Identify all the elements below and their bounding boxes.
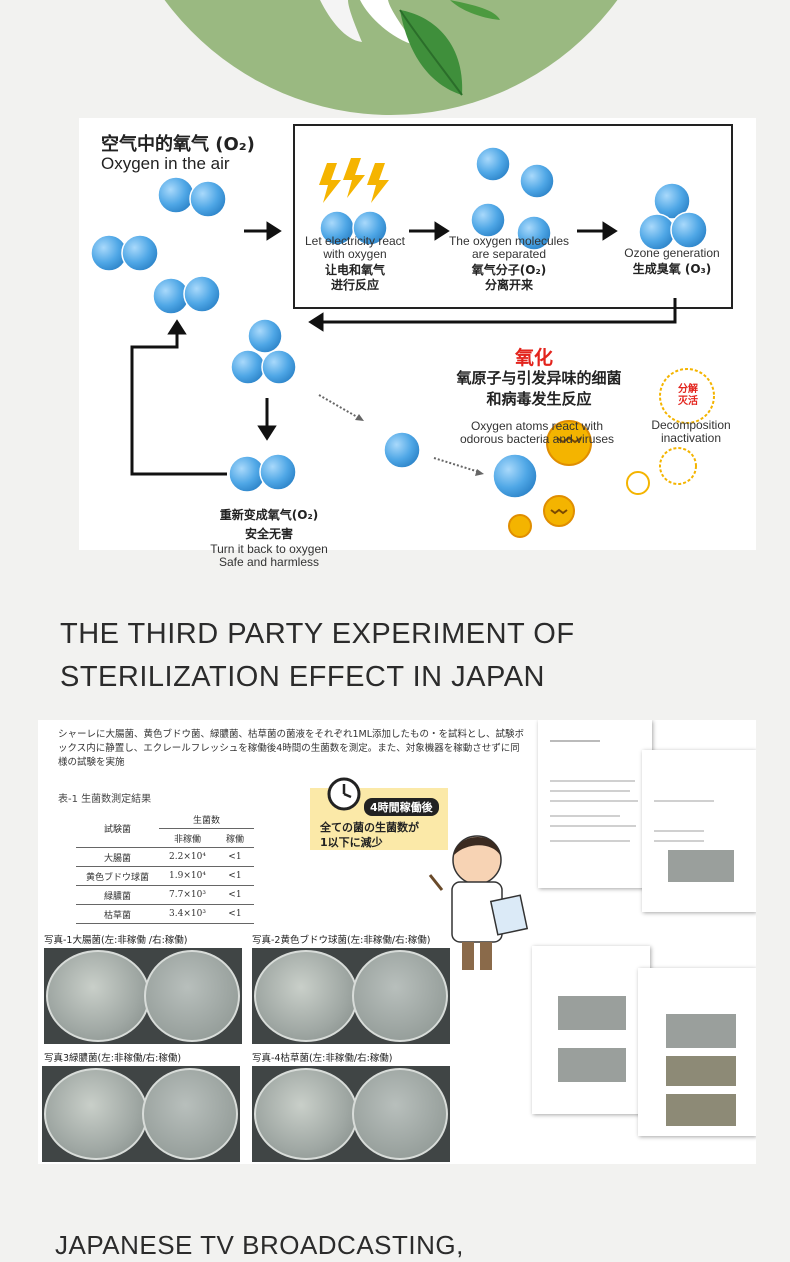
photo2-image: [252, 948, 450, 1044]
step1-zh-label: 让电和氧气进行反应: [324, 263, 385, 292]
step3-en-label: Ozone generation: [624, 246, 720, 260]
experiment-heading-line1: THE THIRD PARTY EXPERIMENT OF: [60, 618, 575, 650]
oxidation-zh-text: 氧原子与引发异味的细菌和病毒发生反应: [456, 369, 622, 408]
photo3-image: [42, 1066, 240, 1162]
photo1-caption: 写真-1大腸菌(左:非稼働 /右:稼働): [44, 935, 188, 946]
hero-banner: [0, 0, 790, 118]
report-document-4: [638, 968, 756, 1136]
col-group-header: 生菌数: [159, 810, 254, 829]
diagram-title-zh: 空气中的氧气 (O₂): [101, 134, 255, 155]
return-zh-label: 重新变成氧气(O₂)安全无害: [219, 508, 319, 541]
report-document-3: [532, 946, 650, 1114]
diagram-graphics: [90, 124, 733, 538]
callout-badge: 4時間稼働後: [364, 798, 439, 816]
experiment-panel: シャーレに大腸菌、黄色ブドウ菌、緑膿菌、枯草菌の菌液をそれぞれ1ML添加したもの…: [38, 720, 756, 1164]
report-document-1: [538, 720, 652, 888]
photo4-caption: 写真-4枯草菌(左:非稼働/右:稼働): [252, 1053, 393, 1064]
photo2-caption: 写真-2黄色ブドウ球菌(左:非稼働/右:稼働): [252, 935, 431, 946]
decomposition-badge: 分解灭活: [678, 384, 698, 407]
scientist-illustration: [428, 835, 529, 970]
experiment-heading-line2: STERILIZATION EFFECT IN JAPAN: [60, 661, 545, 693]
photo1-image: [44, 948, 242, 1044]
tv-broadcasting-heading: JAPANESE TV BROADCASTING,: [55, 1230, 464, 1260]
clock-icon: [327, 777, 361, 811]
diagram-title-en: Oxygen in the air: [101, 154, 230, 173]
photo3-caption: 写真3緑膿菌(左:非稼働/右:稼働): [44, 1053, 182, 1064]
report-document-2: [642, 750, 756, 912]
step3-zh-label: 生成臭氧 (O₃): [632, 262, 712, 276]
oxidation-title: 氧化: [515, 347, 554, 369]
mint-leaf-illustration: [320, 0, 500, 96]
experiment-intro: シャーレに大腸菌、黄色ブドウ菌、緑膿菌、枯草菌の菌液をそれぞれ1ML添加したもの…: [58, 729, 525, 768]
col-on-header: 稼働: [215, 828, 254, 848]
photo4-image: [252, 1066, 450, 1162]
table-title: 表-1 生菌数測定結果: [58, 794, 152, 805]
step2-zh-label: 氧气分子(O₂)分离开来: [471, 263, 547, 292]
ozone-process-diagram: 空气中的氧气 (O₂) Oxygen in the air Let electr…: [79, 118, 756, 569]
col-test-header: 試験菌: [76, 810, 160, 848]
col-off-header: 非稼働: [159, 828, 216, 848]
